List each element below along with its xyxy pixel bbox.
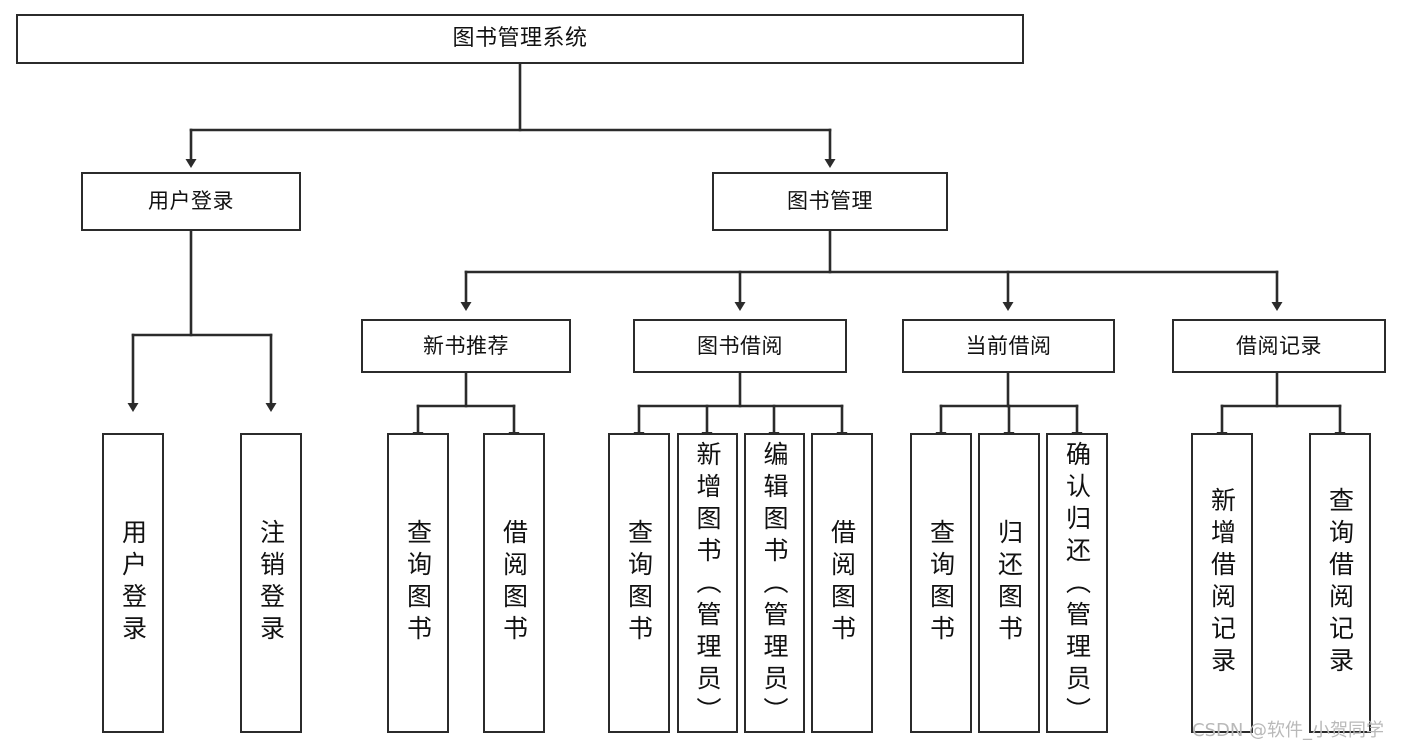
leaf-user-login-label: 用户登录 <box>118 519 148 647</box>
leaf-borrow-book-2[interactable]: 借阅图书 <box>811 433 873 733</box>
node-borrow-record-label: 借阅记录 <box>1236 333 1322 358</box>
node-root[interactable]: 图书管理系统 <box>16 14 1024 64</box>
leaf-user-logout-label: 注销登录 <box>256 519 286 647</box>
node-book-manage[interactable]: 图书管理 <box>712 172 948 231</box>
leaf-query-book-2[interactable]: 查询图书 <box>608 433 670 733</box>
leaf-edit-book-admin-label: 编辑图书（管理员） <box>760 441 789 729</box>
node-current-borrow-label: 当前借阅 <box>965 333 1052 358</box>
leaf-user-logout[interactable]: 注销登录 <box>240 433 302 733</box>
leaf-add-book-admin[interactable]: 新增图书（管理员） <box>677 433 738 733</box>
leaf-query-book-1[interactable]: 查询图书 <box>387 433 449 733</box>
leaf-query-book-3[interactable]: 查询图书 <box>910 433 972 733</box>
node-current-borrow[interactable]: 当前借阅 <box>902 319 1115 373</box>
csdn-watermark: CSDN @软件_小贺同学 <box>1192 720 1385 741</box>
node-new-book-recommend[interactable]: 新书推荐 <box>361 319 571 373</box>
leaf-edit-book-admin[interactable]: 编辑图书（管理员） <box>744 433 805 733</box>
leaf-query-book-1-label: 查询图书 <box>403 519 433 647</box>
node-new-book-recommend-label: 新书推荐 <box>423 333 509 358</box>
node-borrow-record[interactable]: 借阅记录 <box>1172 319 1386 373</box>
leaf-add-borrow-record-label: 新增借阅记录 <box>1207 487 1237 679</box>
node-user-login-label: 用户登录 <box>148 189 234 214</box>
leaf-confirm-return-admin-label: 确认归还（管理员） <box>1062 441 1092 729</box>
leaf-query-book-2-label: 查询图书 <box>624 519 654 647</box>
node-root-label: 图书管理系统 <box>452 26 588 52</box>
node-book-borrow-label: 图书借阅 <box>697 333 783 358</box>
leaf-borrow-book-2-label: 借阅图书 <box>827 519 857 647</box>
leaf-add-book-admin-label: 新增图书（管理员） <box>693 441 722 729</box>
leaf-return-book[interactable]: 归还图书 <box>978 433 1040 733</box>
leaf-query-borrow-record-label: 查询借阅记录 <box>1325 487 1355 679</box>
leaf-borrow-book-1-label: 借阅图书 <box>499 519 529 647</box>
node-user-login[interactable]: 用户登录 <box>81 172 301 231</box>
node-book-manage-label: 图书管理 <box>787 189 873 214</box>
leaf-query-borrow-record[interactable]: 查询借阅记录 <box>1309 433 1371 733</box>
leaf-user-login[interactable]: 用户登录 <box>102 433 164 733</box>
leaf-query-book-3-label: 查询图书 <box>926 519 956 647</box>
node-book-borrow[interactable]: 图书借阅 <box>633 319 847 373</box>
leaf-borrow-book-1[interactable]: 借阅图书 <box>483 433 545 733</box>
leaf-add-borrow-record[interactable]: 新增借阅记录 <box>1191 433 1253 733</box>
leaf-confirm-return-admin[interactable]: 确认归还（管理员） <box>1046 433 1108 733</box>
leaf-return-book-label: 归还图书 <box>994 519 1024 647</box>
